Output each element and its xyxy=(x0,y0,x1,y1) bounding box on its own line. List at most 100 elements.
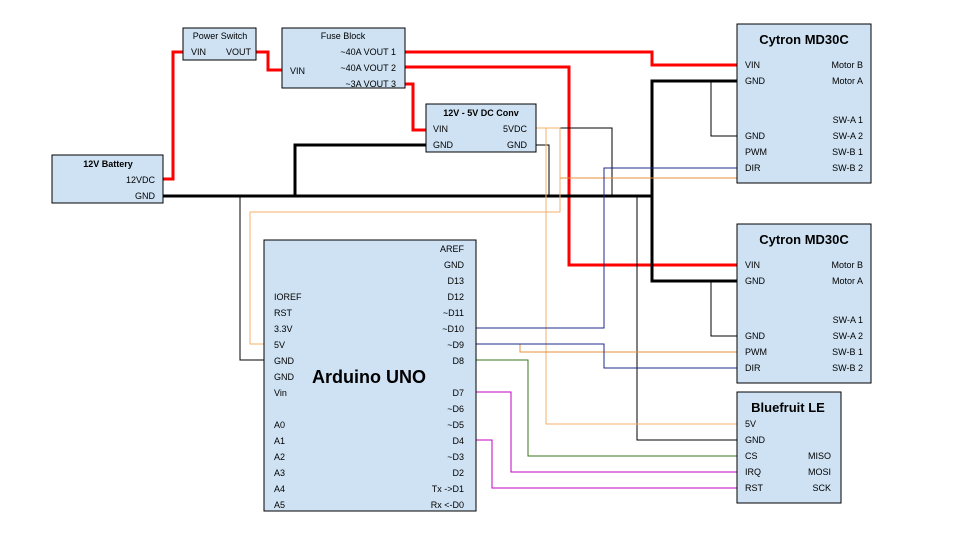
arduino-pin-aref: AREF xyxy=(440,244,465,254)
power-switch: Power Switch VIN VOUT xyxy=(182,27,257,61)
arduino-pin-a3: A3 xyxy=(274,468,285,478)
arduino-title: Arduino UNO xyxy=(312,367,426,387)
md2-pin-swb2: SW-B 2 xyxy=(832,363,863,373)
bluefruit-pin-irq: IRQ xyxy=(745,467,761,477)
md2-pin-motor-b: Motor B xyxy=(831,260,863,270)
fuse-block-out2: ~40A VOUT 2 xyxy=(340,63,396,73)
wire-d10-to-md1-dir xyxy=(476,167,737,329)
wire-d9-to-md2-pwm xyxy=(476,343,737,353)
md2-pin-motor-a: Motor A xyxy=(832,276,863,286)
wires xyxy=(163,50,737,489)
arduino-pin-a4: A4 xyxy=(274,484,285,494)
wire-battery-to-switch xyxy=(163,50,183,181)
battery-title: 12V Battery xyxy=(83,159,133,169)
dc-converter-gnd-right: GND xyxy=(507,140,528,150)
arduino-pin-5v: 5V xyxy=(274,340,285,350)
bluefruit-pin-5v: 5V xyxy=(745,419,756,429)
motor-driver-2-title: Cytron MD30C xyxy=(759,232,849,247)
fuse-block-vin: VIN xyxy=(290,66,305,76)
dc-converter-5vdc: 5VDC xyxy=(503,124,528,134)
arduino-pin-d6: ~D6 xyxy=(447,404,464,414)
wire-arduino-gnd-to-bus xyxy=(239,196,264,361)
md1-pin-motor-a: Motor A xyxy=(832,76,863,86)
bluefruit-pin-gnd: GND xyxy=(745,435,766,445)
arduino-pin-d8: D8 xyxy=(452,356,464,366)
md1-pin-swb1: SW-B 1 xyxy=(832,147,863,157)
md1-pin-dir: DIR xyxy=(745,163,761,173)
arduino-pin-gnd-2: GND xyxy=(274,372,295,382)
dc-converter-gnd-left: GND xyxy=(433,140,454,150)
bluefruit-pin-sck: SCK xyxy=(812,483,831,493)
motor-driver-2: Cytron MD30C VIN GND GND PWM DIR Motor B… xyxy=(736,223,872,384)
md1-pin-pwm: PWM xyxy=(745,147,767,157)
md2-pin-swb1: SW-B 1 xyxy=(832,347,863,357)
bluefruit-title: Bluefruit LE xyxy=(751,400,825,415)
arduino-pin-rst: RST xyxy=(274,308,293,318)
wire-conv-gnd-right xyxy=(536,144,550,196)
bluefruit-pin-miso: MISO xyxy=(808,451,831,461)
wire-fuse2-to-md2-vin xyxy=(405,65,737,267)
fuse-block-title: Fuse Block xyxy=(321,31,366,41)
arduino-pin-gnd-r: GND xyxy=(444,260,465,270)
arduino-pin-d12: D12 xyxy=(447,292,464,302)
dc-converter: 12V - 5V DC Conv VIN 5VDC GND GND xyxy=(425,103,537,153)
wire-d7-to-bluefruit-irq xyxy=(476,391,737,473)
md2-pin-pwm: PWM xyxy=(745,347,767,357)
md2-pin-dir: DIR xyxy=(745,363,761,373)
md2-pin-vin: VIN xyxy=(745,260,760,270)
wire-md1-motor-gnd-loop xyxy=(710,80,737,137)
arduino-uno: Arduino UNO IOREF RST 3.3V 5V GND GND Vi… xyxy=(263,239,477,512)
wire-d8-to-bluefruit-cs xyxy=(476,359,737,457)
arduino-pin-d5: ~D5 xyxy=(447,420,464,430)
bluefruit-pin-rst: RST xyxy=(745,483,764,493)
wire-bluefruit-gnd-to-conv xyxy=(536,127,613,196)
wire-5v-to-bluefruit xyxy=(545,128,737,425)
wire-d9-to-md2-dir xyxy=(476,343,737,369)
bluefruit-pin-mosi: MOSI xyxy=(808,467,831,477)
motor-driver-1: Cytron MD30C VIN GND GND PWM DIR Motor B… xyxy=(736,23,872,184)
md2-pin-swa2: SW-A 2 xyxy=(833,331,863,341)
arduino-pin-d9: ~D9 xyxy=(447,340,464,350)
md1-pin-gnd-2: GND xyxy=(745,131,766,141)
md1-pin-motor-b: Motor B xyxy=(831,60,863,70)
dc-converter-title: 12V - 5V DC Conv xyxy=(443,108,519,118)
power-switch-vin: VIN xyxy=(191,47,206,57)
arduino-pin-gnd-1: GND xyxy=(274,356,295,366)
arduino-pin-3v3: 3.3V xyxy=(274,324,293,334)
md1-pin-vin: VIN xyxy=(745,60,760,70)
arduino-pin-a1: A1 xyxy=(274,436,285,446)
bluefruit-le: Bluefruit LE 5V GND CS IRQ RST MISO MOSI… xyxy=(736,391,842,504)
arduino-pin-d3: ~D3 xyxy=(447,452,464,462)
wire-switch-to-fuse xyxy=(256,50,282,72)
arduino-pin-d2: D2 xyxy=(452,468,464,478)
battery-gnd: GND xyxy=(135,191,156,201)
md1-pin-gnd: GND xyxy=(745,76,766,86)
wire-bluefruit-gnd xyxy=(636,196,737,441)
wire-5v-conv-to-arduino xyxy=(249,127,561,345)
wire-md2-motor-gnd-loop xyxy=(710,280,737,337)
arduino-pin-vin: Vin xyxy=(274,388,287,398)
battery-12vdc: 12VDC xyxy=(126,175,156,185)
arduino-pin-d11: ~D11 xyxy=(443,308,464,318)
wire-fuse3-to-conv-vin xyxy=(405,82,426,132)
power-switch-title: Power Switch xyxy=(193,31,248,41)
wire-d4-to-bluefruit-rst xyxy=(476,439,737,489)
md2-pin-gnd-2: GND xyxy=(745,331,766,341)
arduino-pin-a5: A5 xyxy=(274,500,285,510)
arduino-pin-d1: Tx ->D1 xyxy=(432,484,464,494)
fuse-block-out1: ~40A VOUT 1 xyxy=(340,47,396,57)
arduino-pin-d13: D13 xyxy=(447,276,464,286)
dc-converter-vin: VIN xyxy=(433,124,448,134)
wire-gnd-bus-md1 xyxy=(650,79,737,196)
battery: 12V Battery 12VDC GND xyxy=(51,154,164,204)
wire-gnd-bus-md2 xyxy=(650,196,737,283)
motor-driver-1-title: Cytron MD30C xyxy=(759,32,849,47)
md1-pin-swa1: SW-A 1 xyxy=(833,115,863,125)
arduino-pin-a2: A2 xyxy=(274,452,285,462)
wire-conv-gnd-to-bus xyxy=(293,143,426,196)
md1-pin-swb2: SW-B 2 xyxy=(832,163,863,173)
arduino-pin-d7: D7 xyxy=(452,388,464,398)
md1-pin-swa2: SW-A 2 xyxy=(833,131,863,141)
md2-pin-gnd: GND xyxy=(745,276,766,286)
